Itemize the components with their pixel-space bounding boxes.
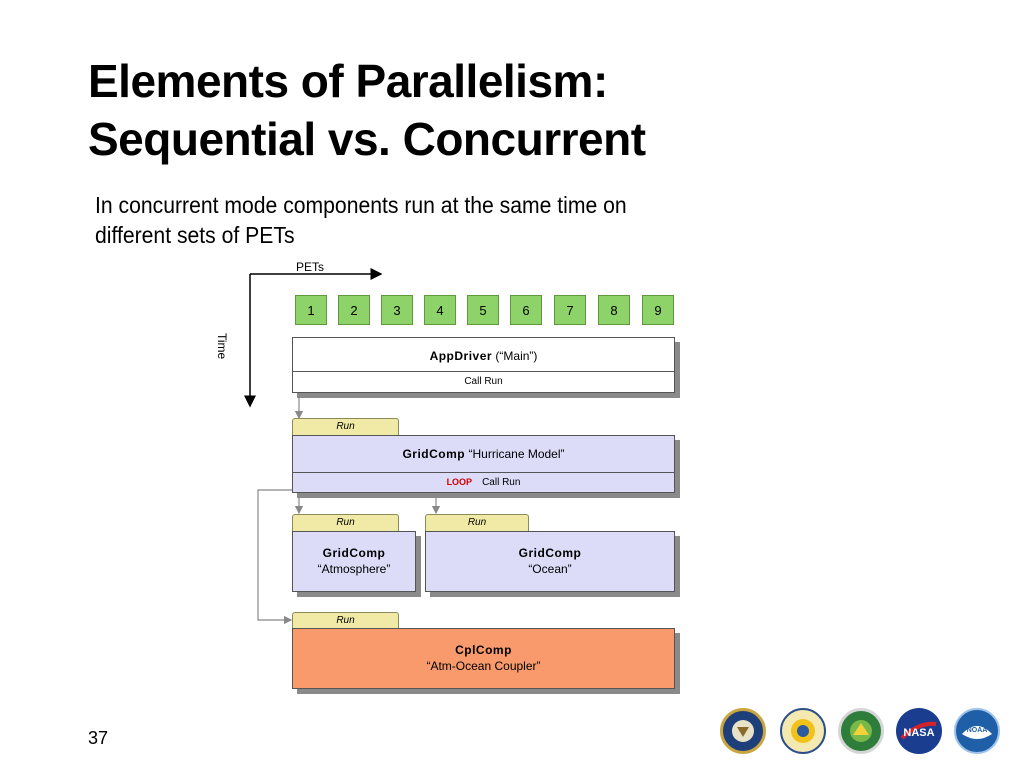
page-number: 37 xyxy=(88,728,109,748)
loop-label: LOOP xyxy=(446,477,473,487)
connector-hurricane-to-atmosphere xyxy=(294,489,306,515)
slide-subtitle: In concurrent mode components run at the… xyxy=(95,190,684,250)
nasa-logo-icon: NASA xyxy=(896,708,942,754)
cplcomp-coupler-box: CplComp “Atm-Ocean Coupler” xyxy=(292,628,675,689)
gridcomp-hurricane-box: GridComp “Hurricane Model” LOOP Call Run xyxy=(292,435,675,493)
noaa-logo-icon: NOAA xyxy=(954,708,1000,754)
svg-text:NASA: NASA xyxy=(903,727,934,739)
gridcomp-atmosphere-title: GridComp “Atmosphere” xyxy=(293,545,415,577)
gridcomp-ocean-desc: “Ocean” xyxy=(528,562,572,576)
cplcomp-coupler-title: CplComp “Atm-Ocean Coupler” xyxy=(293,642,674,674)
pets-axis-label: PETs xyxy=(296,260,325,274)
appdriver-name: AppDriver xyxy=(429,349,493,363)
pet-box: 1 xyxy=(295,295,327,325)
slide-subtitle-line1: In concurrent mode components run at the… xyxy=(95,192,627,218)
connector-hurricane-to-coupler xyxy=(257,489,305,625)
gridcomp-atmosphere-desc: “Atmosphere” xyxy=(317,562,391,576)
pet-box: 8 xyxy=(598,295,630,325)
cplcomp-coupler-name: CplComp xyxy=(455,643,512,657)
time-axis-label: Time xyxy=(215,333,229,360)
gridcomp-hurricane-name: GridComp xyxy=(402,447,466,461)
slide-subtitle-line2: different sets of PETs xyxy=(95,222,295,248)
pet-box: 4 xyxy=(424,295,456,325)
gridcomp-atmosphere-box: GridComp “Atmosphere” xyxy=(292,531,416,592)
slide-title-line2: Sequential vs. Concurrent xyxy=(88,113,646,165)
gridcomp-hurricane-title: GridComp “Hurricane Model” xyxy=(293,447,674,461)
appdriver-call-run: Call Run xyxy=(293,371,674,393)
run-tab-atmosphere: Run xyxy=(292,514,399,531)
run-tab-hurricane: Run xyxy=(292,418,399,435)
svg-text:NOAA: NOAA xyxy=(967,727,988,734)
slide-title-line1: Elements of Parallelism: xyxy=(88,55,608,107)
gridcomp-hurricane-loop-row: LOOP Call Run xyxy=(293,472,674,493)
nsf-logo-icon xyxy=(780,708,826,754)
pet-box: 6 xyxy=(510,295,542,325)
gridcomp-ocean-box: GridComp “Ocean” xyxy=(425,531,675,592)
department-of-energy-seal-icon xyxy=(838,708,884,754)
gridcomp-ocean-name: GridComp xyxy=(518,546,582,560)
gridcomp-hurricane-call-run: Call Run xyxy=(482,477,521,488)
gridcomp-hurricane-desc: “Hurricane Model” xyxy=(468,447,565,461)
appdriver-box: AppDriver (“Main”) Call Run xyxy=(292,337,675,393)
pet-box: 9 xyxy=(642,295,674,325)
department-of-defense-seal-icon xyxy=(720,708,766,754)
appdriver-desc: (“Main”) xyxy=(495,349,538,363)
pet-box: 2 xyxy=(338,295,370,325)
pet-box: 5 xyxy=(467,295,499,325)
run-tab-coupler: Run xyxy=(292,612,399,629)
pet-box: 3 xyxy=(381,295,413,325)
gridcomp-atmosphere-name: GridComp xyxy=(322,546,386,560)
pet-box: 7 xyxy=(554,295,586,325)
gridcomp-ocean-title: GridComp “Ocean” xyxy=(426,545,674,577)
run-tab-ocean: Run xyxy=(425,514,529,531)
slide-title: Elements of Parallelism: Sequential vs. … xyxy=(88,52,848,168)
appdriver-title: AppDriver (“Main”) xyxy=(293,349,674,363)
cplcomp-coupler-desc: “Atm-Ocean Coupler” xyxy=(426,659,541,673)
